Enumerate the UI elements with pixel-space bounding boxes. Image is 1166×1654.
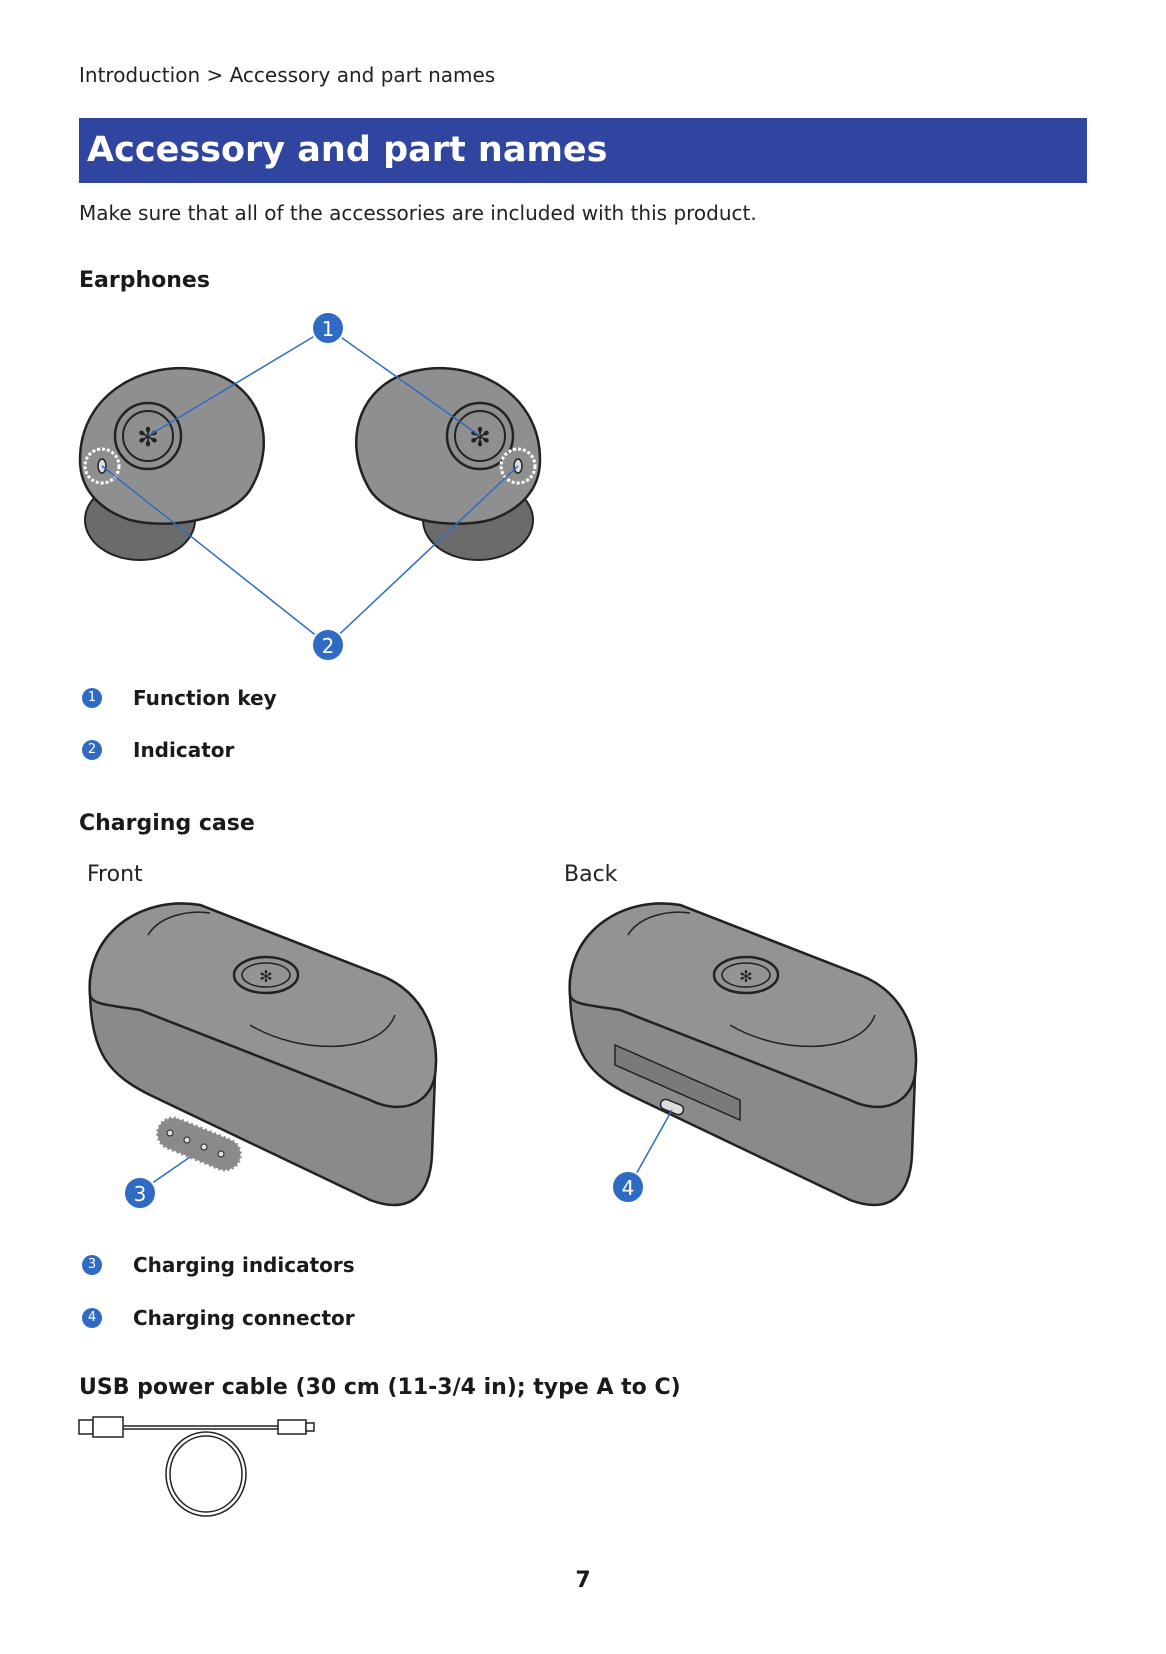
legend-item-charging-connector: 4 Charging connector: [82, 1306, 355, 1330]
breadcrumb: Introduction > Accessory and part names: [79, 63, 496, 87]
legend-label: Function key: [133, 686, 277, 710]
callout-2: [311, 628, 345, 662]
svg-text:✻: ✻: [469, 423, 491, 453]
legend-item-indicator: 2 Indicator: [82, 738, 234, 762]
left-earphone: ✻: [78, 366, 265, 561]
earphones-illustration: ✻ ✻ 1 2: [78, 311, 542, 662]
svg-text:✻: ✻: [137, 423, 159, 453]
charging-case-back-illustration: ✻ 4: [568, 902, 918, 1207]
front-label: Front: [87, 862, 143, 887]
earphones-heading: Earphones: [79, 268, 210, 293]
legend-number: 1: [82, 688, 102, 708]
callout-3: [123, 1176, 157, 1210]
svg-text:✻: ✻: [739, 967, 752, 986]
charging-case-heading: Charging case: [79, 811, 255, 836]
page-number: 7: [575, 1568, 591, 1593]
intro-text: Make sure that all of the accessories ar…: [79, 201, 757, 225]
svg-text:✻: ✻: [259, 967, 272, 986]
usb-cable-illustration: [78, 1416, 315, 1517]
legend-label: Charging indicators: [133, 1253, 355, 1277]
legend-item-charging-indicators: 3 Charging indicators: [82, 1253, 355, 1277]
callout-2-text: 2: [322, 634, 335, 658]
back-label: Back: [564, 862, 618, 887]
callout-4-text: 4: [622, 1176, 635, 1200]
legend-label: Indicator: [133, 738, 235, 762]
callout-1-text: 1: [322, 317, 335, 341]
callout-4: [611, 1170, 645, 1204]
usb-cable-heading: USB power cable (30 cm (11-3/4 in); type…: [79, 1375, 681, 1400]
charging-case-front-illustration: ✻ 3: [88, 902, 438, 1210]
legend-number: 3: [82, 1255, 102, 1275]
legend-number: 2: [82, 740, 102, 760]
callout-1: [311, 311, 345, 345]
legend-label: Charging connector: [133, 1306, 355, 1330]
legend-item-function-key: 1 Function key: [82, 686, 277, 710]
callout-3-text: 3: [134, 1182, 147, 1206]
page-title: Accessory and part names: [79, 118, 1087, 183]
legend-number: 4: [82, 1308, 102, 1328]
